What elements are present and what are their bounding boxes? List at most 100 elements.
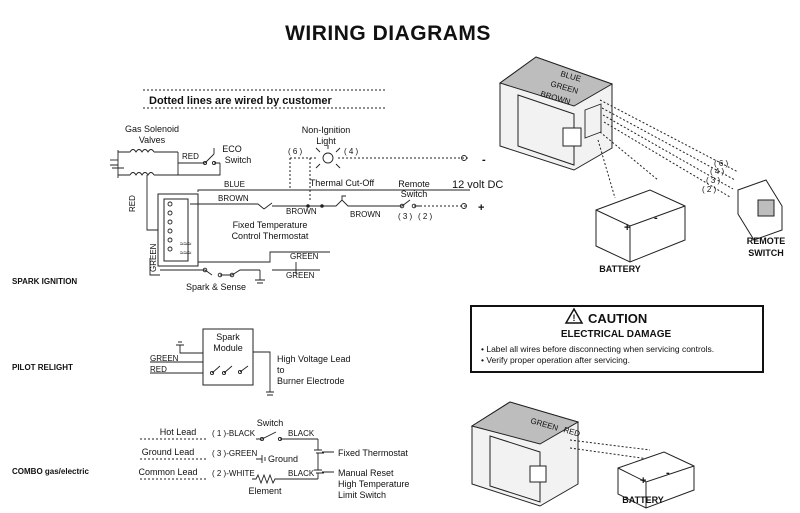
pilot-ground-icon xyxy=(176,341,203,354)
combo-t2: ( 2 )-WHITE xyxy=(212,469,255,478)
remote-t3: ( 3 ) xyxy=(398,212,413,221)
spark-sense-label: Spark & Sense xyxy=(186,282,246,292)
non-ignition-t6: ( 6 ) xyxy=(288,147,303,156)
remote-switch xyxy=(396,199,420,207)
solenoid-ground xyxy=(110,150,124,178)
top-dotted-wires xyxy=(599,99,739,198)
spark-module-label-1: Spark xyxy=(216,332,240,342)
remote-t2: ( 2 ) xyxy=(418,212,433,221)
combo-black-1: BLACK xyxy=(288,429,315,438)
terminal-plus xyxy=(461,203,467,209)
fixed-thermostat-label: Fixed Thermostat xyxy=(338,448,408,458)
spark-module-label-2: Module xyxy=(213,343,243,353)
green-wire-1 xyxy=(198,251,330,263)
remote-switch-label-2: Switch xyxy=(401,189,428,199)
non-ignition-t4: ( 4 ) xyxy=(344,147,359,156)
brown-wire-1 xyxy=(190,203,265,210)
thermal-cutoff-label: Thermal Cut-Off xyxy=(310,178,375,188)
hv-label-2: to xyxy=(277,365,285,375)
fixed-temp-label-2: Control Thermostat xyxy=(232,231,309,241)
manual-reset-label-3: Limit Switch xyxy=(338,490,386,500)
top-right-illustration: BLUE GREEN BROWN ( 6 ) ( 4 ) ( 3 ) ( 2 )… xyxy=(498,56,786,274)
common-lead-label: Common Lead xyxy=(138,467,197,477)
combo-dotted-leads xyxy=(140,438,208,480)
combo-switch xyxy=(256,431,318,440)
solenoid-valve-2 xyxy=(118,172,178,176)
solenoid-valve-1 xyxy=(118,149,178,153)
plus-label: + xyxy=(478,202,484,214)
brown-label-1: BROWN xyxy=(218,194,249,203)
combo-t3: ( 3 )-GREEN xyxy=(212,449,258,458)
section-combo: COMBO gas/electric xyxy=(12,467,89,476)
red-wire-label: RED xyxy=(182,152,199,161)
caution-subtitle: ELECTRICAL DAMAGE xyxy=(561,329,672,340)
manual-reset-label-2: High Temperature xyxy=(338,479,409,489)
spark-sense xyxy=(160,269,260,276)
remote-switch-label-2: SWITCH xyxy=(748,248,784,258)
thermal-cutoff xyxy=(330,199,396,207)
battery-top xyxy=(595,189,686,263)
blue-wire xyxy=(197,189,470,192)
remote-switch-label-1: REMOTE xyxy=(747,236,786,246)
minus-label: - xyxy=(482,154,486,166)
combo-ground-label: Ground xyxy=(268,454,298,464)
combo-diagram: Switch Hot Lead Ground Lead Common Lead … xyxy=(138,418,409,500)
hv-label-1: High Voltage Lead xyxy=(277,354,351,364)
volt-label: 12 volt DC xyxy=(452,179,503,191)
gas-solenoid-label-1: Gas Solenoid xyxy=(125,124,179,134)
section-pilot-relight: PILOT RELIGHT xyxy=(12,363,73,372)
combo-t1: ( 1 )-BLACK xyxy=(212,429,256,438)
warning-icon xyxy=(564,307,584,324)
element-label: Element xyxy=(248,486,282,496)
brown-label-3: BROWN xyxy=(350,210,381,219)
green-vertical-wire xyxy=(149,258,160,276)
battery-bottom-minus: - xyxy=(666,467,670,479)
eco-label-2: Switch xyxy=(225,155,252,165)
svg-text:≈≈≈: ≈≈≈ xyxy=(180,250,192,257)
thermostat-switch xyxy=(263,202,330,210)
svg-text:!: ! xyxy=(573,313,576,323)
eco-switch xyxy=(200,148,220,164)
green-label-1: GREEN xyxy=(290,252,319,261)
caution-title: CAUTION xyxy=(588,311,647,326)
terminal-minus xyxy=(461,155,467,161)
combo-switch-label: Switch xyxy=(257,418,284,428)
pilot-red-label: RED xyxy=(150,365,167,374)
green-vertical-label: GREEN xyxy=(149,243,158,272)
heating-element xyxy=(252,473,318,485)
green-label-2: GREEN xyxy=(286,271,315,280)
red-vertical-label: RED xyxy=(128,195,137,212)
blue-label: BLUE xyxy=(224,180,245,189)
thermostat-switches xyxy=(314,439,324,479)
caution-bullet-2: • Verify proper operation after servicin… xyxy=(481,355,630,365)
pilot-green-label: GREEN xyxy=(150,354,179,363)
hv-label-3: Burner Electrode xyxy=(277,376,345,386)
gas-solenoid-label-2: Valves xyxy=(139,135,166,145)
section-spark-ignition: SPARK IGNITION xyxy=(12,277,77,286)
manual-reset-label-1: Manual Reset xyxy=(338,468,394,478)
green-wire-2 xyxy=(272,262,320,274)
non-ignition-label-1: Non-Ignition xyxy=(302,125,351,135)
remote-t2: ( 2 ) xyxy=(702,185,717,194)
spark-ignition-diagram: Gas Solenoid Valves RED ECO Switch RED ≈… xyxy=(110,124,503,292)
battery-bottom-label: BATTERY xyxy=(622,495,664,505)
battery-top-minus: - xyxy=(654,212,658,224)
hot-lead-label: Hot Lead xyxy=(160,427,197,437)
remote-t4: ( 4 ) xyxy=(710,167,725,176)
light-bulb-icon xyxy=(322,152,334,164)
remote-switch-label-1: Remote xyxy=(398,179,430,189)
eco-label-1: ECO xyxy=(222,144,242,154)
bottom-right-illustration: GREEN RED + - BATTERY xyxy=(470,401,695,509)
battery-top-label: BATTERY xyxy=(599,264,641,274)
remote-t3: ( 3 ) xyxy=(706,176,721,185)
hv-lead-wire xyxy=(253,351,274,396)
remote-t6: ( 6 ) xyxy=(714,159,729,168)
brown-label-2: BROWN xyxy=(286,207,317,216)
ground-lead-label: Ground Lead xyxy=(142,447,195,457)
battery-bottom-plus: + xyxy=(640,475,646,487)
battery-top-plus: + xyxy=(624,222,630,234)
page-title: WIRING DIAGRAMS xyxy=(285,22,491,45)
combo-ground-icon xyxy=(256,455,266,463)
svg-text:≈≈≈: ≈≈≈ xyxy=(180,241,192,248)
